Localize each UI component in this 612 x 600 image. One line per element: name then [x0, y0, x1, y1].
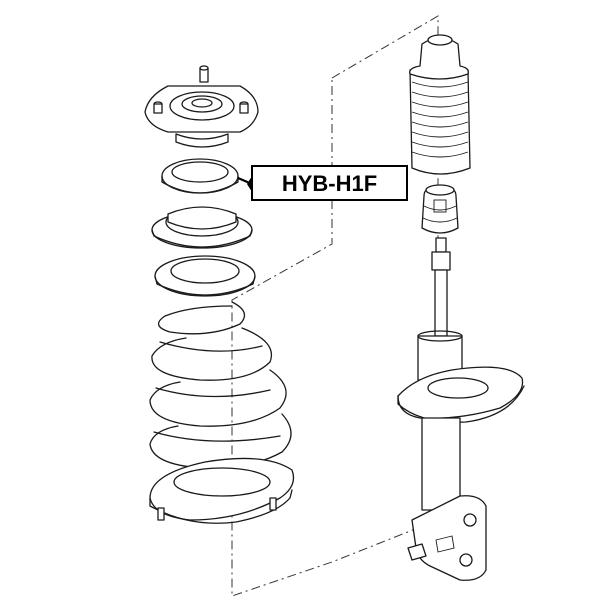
strut-bearing: [161, 158, 239, 194]
bearing-leader-arrow: [247, 176, 252, 192]
part-label-box: [251, 165, 408, 201]
bump-stop: [421, 184, 459, 234]
shock-absorber: [397, 237, 525, 581]
spring-insulator: [154, 255, 256, 297]
part-label-text: HYB-H1F: [282, 171, 377, 196]
coil-spring: [149, 301, 292, 469]
dust-boot: [409, 34, 471, 175]
upper-spring-seat: [151, 206, 253, 249]
upper-strut-mount: [144, 65, 259, 148]
assembly-boundary-dashed: [231, 15, 439, 597]
lower-spring-seat: [149, 457, 295, 524]
